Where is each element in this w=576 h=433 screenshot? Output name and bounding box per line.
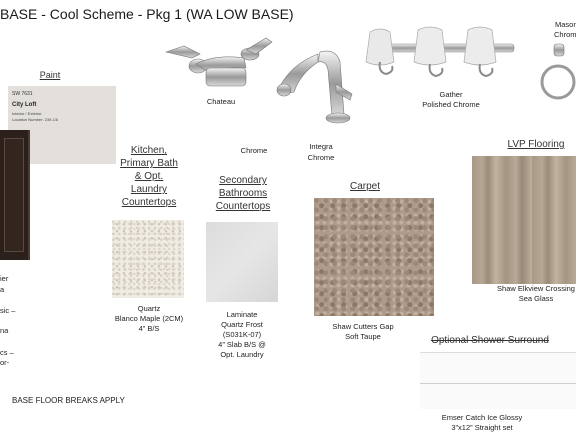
cabinet-panel bbox=[4, 138, 24, 252]
paint-chip-name: City Loft bbox=[12, 102, 37, 108]
carpet-heading: Carpet bbox=[349, 181, 380, 192]
vanity-light-image bbox=[365, 26, 515, 78]
shower-tile-swatch bbox=[420, 352, 576, 409]
countertops-secondary-heading-3: Countertops bbox=[215, 201, 271, 212]
lvp-caption: Shaw Elkview Crossing Sea Glass bbox=[488, 284, 576, 304]
countertops-secondary-heading-2: Bathrooms bbox=[218, 188, 268, 199]
countertops-primary-caption: Quartz Blanco Maple (2CM) 4” B/S bbox=[104, 304, 194, 334]
kitchen-faucet-label-1: Integra bbox=[309, 142, 333, 151]
tile-grout-line bbox=[420, 383, 576, 384]
lvp-heading: LVP Flooring bbox=[507, 139, 565, 150]
cabinet-text-3: sic – bbox=[0, 306, 16, 315]
countertops-secondary-caption-1: Laminate bbox=[226, 310, 258, 319]
countertops-secondary-heading-1: Secondary bbox=[219, 175, 267, 186]
paint-chip-line1: Interior / Exterior bbox=[12, 111, 42, 116]
countertops-secondary-caption: Laminate Quartz Frost (S031K-07) 4” Slab… bbox=[196, 310, 288, 360]
carpet-caption-2: Soft Taupe bbox=[345, 332, 381, 341]
carpet-caption: Shaw Cutters Gap Soft Taupe bbox=[318, 322, 408, 342]
shower-caption-1: Emser Catch Ice Glossy bbox=[441, 413, 523, 422]
bath-faucet-image bbox=[164, 37, 273, 87]
quartz-swatch bbox=[112, 220, 184, 298]
paint-chip-line2: Location Number: 239-C6 bbox=[12, 117, 58, 122]
floor-breaks-note: BASE FLOOR BREAKS APPLY bbox=[12, 396, 125, 405]
paint-heading: Paint bbox=[39, 70, 61, 80]
towel-ring-label-1: Mason bbox=[555, 20, 576, 29]
bath-faucet-label: Chateau bbox=[206, 97, 236, 106]
vanity-light-label-1: Gather bbox=[439, 90, 463, 99]
countertops-secondary-caption-5: Opt. Laundry bbox=[220, 350, 264, 359]
lvp-caption-1: Shaw Elkview Crossing bbox=[497, 284, 575, 293]
countertops-primary-caption-1: Quartz bbox=[137, 304, 161, 313]
page-title: BASE - Cool Scheme - Pkg 1 (WA LOW BASE) bbox=[0, 6, 294, 22]
countertops-secondary-caption-4: 4” Slab B/S @ bbox=[218, 340, 266, 349]
kitchen-faucet-label-2: Chrome bbox=[307, 153, 335, 162]
lvp-swatch bbox=[472, 156, 576, 284]
countertops-secondary-heading: Secondary Bathrooms Countertops bbox=[206, 174, 280, 213]
shower-caption-2: 3”x12” Straight set bbox=[451, 423, 513, 432]
paint-chip-code: SW 7631 bbox=[12, 91, 33, 97]
countertops-primary-caption-3: 4” B/S bbox=[138, 324, 160, 333]
vanity-light-label-2: Polished Chrome bbox=[422, 100, 480, 109]
shower-heading: Optional Shower Surround bbox=[431, 335, 549, 346]
countertops-primary-heading-1: Kitchen, bbox=[130, 145, 168, 156]
carpet-caption-1: Shaw Cutters Gap bbox=[332, 322, 394, 331]
cabinet-text-4: na bbox=[0, 326, 9, 335]
countertops-secondary-caption-2: Quartz Frost bbox=[221, 320, 263, 329]
cabinet-text-5: cs – bbox=[0, 348, 14, 357]
countertops-primary-heading-2: Primary Bath bbox=[120, 158, 178, 169]
countertops-primary-heading-5: Countertops bbox=[121, 197, 177, 208]
cabinet-text-6: or- bbox=[0, 358, 10, 367]
cabinet-door-image bbox=[0, 130, 30, 260]
towel-ring-image bbox=[540, 43, 576, 100]
carpet-swatch bbox=[314, 198, 434, 316]
countertops-secondary-caption-3: (S031K-07) bbox=[222, 330, 262, 339]
shower-caption: Emser Catch Ice Glossy 3”x12” Straight s… bbox=[422, 413, 542, 433]
cabinet-text-1: ier bbox=[0, 274, 9, 283]
laminate-swatch bbox=[206, 222, 278, 302]
towel-ring-label-2: Chrom bbox=[554, 30, 576, 39]
countertops-primary-heading-4: Laundry bbox=[130, 184, 168, 195]
lvp-caption-2: Sea Glass bbox=[518, 294, 554, 303]
bath-faucet-finish: Chrome bbox=[240, 146, 268, 155]
kitchen-faucet-image bbox=[276, 50, 353, 124]
countertops-primary-heading: Kitchen, Primary Bath & Opt. Laundry Cou… bbox=[112, 144, 186, 209]
countertops-primary-caption-2: Blanco Maple (2CM) bbox=[114, 314, 184, 323]
countertops-primary-heading-3: & Opt. bbox=[134, 171, 164, 182]
cabinet-text-2: a bbox=[0, 285, 5, 294]
